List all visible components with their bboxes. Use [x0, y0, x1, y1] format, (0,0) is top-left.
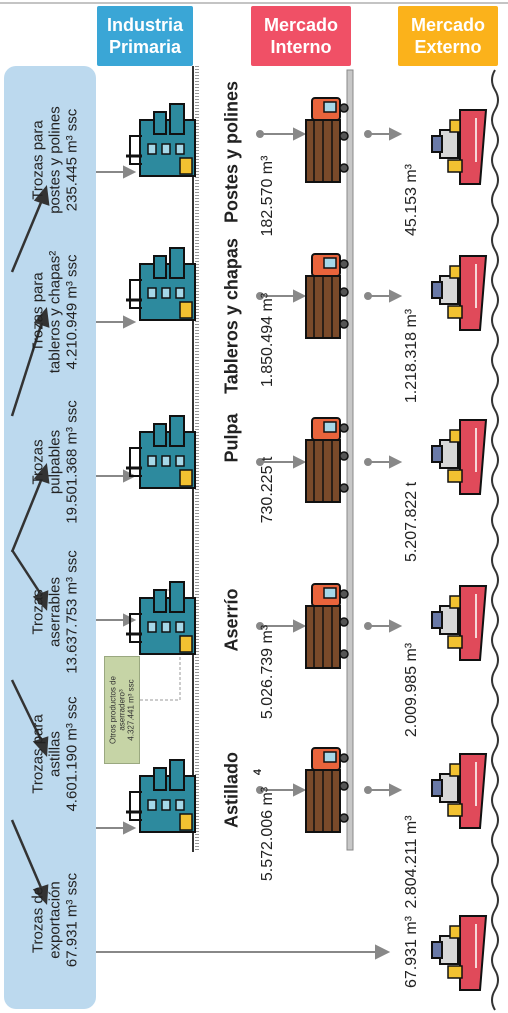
interno-value-tableros: 1.850.494 m³ — [259, 292, 276, 388]
interno-value-pulpa: 730.225 t — [259, 456, 276, 524]
source-postes-l3: 235.445 m³ ssc — [63, 108, 81, 212]
interno-value-astillado: 5.572.006 m³ — [259, 786, 276, 882]
ship-icon-aserrio — [431, 585, 487, 661]
segment-tableros-label: Tableros y chapas — [221, 238, 242, 394]
source-pulpables: Trozas pulpables 19.501.368 m³ ssc — [30, 400, 81, 523]
interno-value-aserrio: 5.026.739 m³ — [259, 624, 276, 720]
header-mercado-externo: Mercado Externo — [398, 6, 498, 66]
header-externo-line1: Mercado — [410, 15, 486, 35]
header-industria-primaria: Industria Primaria — [97, 6, 193, 66]
source-aserrables: Trozas aserrables 13.637.753 m³ ssc — [30, 550, 81, 673]
externo-value-pulpa: 5.207.822 t — [403, 481, 420, 563]
other-products-note: Otros productos de aserradero³ 4.327.441… — [104, 656, 140, 764]
ship-icon-postes — [431, 109, 487, 185]
arrows-to-primaria — [96, 165, 391, 960]
header-externo-line2: Externo — [414, 37, 482, 57]
segment-aserrio-label: Aserrío — [221, 588, 242, 652]
note-line3: 4.327.441 m³ ssc — [126, 679, 136, 741]
header-primaria-line2: Primaria — [108, 37, 182, 57]
factory-icon-tableros — [124, 246, 197, 322]
source-tableros-l2: tableros y chapas² — [46, 250, 64, 374]
arrows-externo — [364, 127, 403, 797]
note-line2: aserradero³ — [117, 689, 127, 731]
source-exportacion-l3: 67.931 m³ ssc — [63, 872, 81, 968]
header-interno-line2: Interno — [270, 37, 332, 57]
interno-astillado-footnote: 4 — [252, 768, 264, 776]
factory-icon-astillado — [124, 758, 197, 834]
ship-icon-export — [431, 915, 487, 991]
source-exportacion-l1: Trozas de — [29, 886, 47, 954]
source-aserrables-l3: 13.637.753 m³ ssc — [63, 550, 81, 674]
truck-icon-postes — [305, 97, 349, 183]
source-pulpables-l2: pulpables — [46, 429, 64, 495]
externo-value-postes: 45.153 m³ — [403, 163, 420, 237]
source-astillas: Trozas para astillas 4.601.190 m³ ssc — [30, 696, 81, 811]
source-tableros-l3: 4.210.949 m³ ssc — [63, 254, 81, 370]
factory-icon-pulpa — [124, 414, 197, 490]
truck-icon-aserrio — [305, 583, 349, 669]
interno-divider — [346, 69, 354, 851]
export-value: 67.931 m³ — [403, 915, 420, 989]
truck-icon-pulpa — [305, 417, 349, 503]
source-pulpables-l1: Trozas — [29, 439, 47, 485]
source-postes-l1: Trozas para — [29, 120, 47, 200]
source-aserrables-l2: aserrables — [46, 576, 64, 648]
source-postes-l2: postes y polines — [46, 106, 64, 214]
externo-value-tableros: 1.218.318 m³ — [403, 308, 420, 404]
segment-pulpa-label: Pulpa — [221, 413, 242, 463]
source-astillas-l3: 4.601.190 m³ ssc — [63, 696, 81, 812]
source-pulpables-l3: 19.501.368 m³ ssc — [63, 400, 81, 524]
arrows-interno — [256, 127, 307, 797]
sources-panel — [4, 66, 96, 1009]
source-exportacion-l2: exportación — [46, 881, 64, 959]
note-text: Otros productos de aserradero³ 4.327.441… — [109, 676, 136, 744]
source-astillas-l1: Trozas para — [29, 714, 47, 794]
externo-value-aserrio: 2.009.985 m³ — [403, 642, 420, 738]
segment-astillado-label: Astillado — [221, 751, 242, 829]
ship-icon-pulpa — [431, 419, 487, 495]
header-primaria-line1: Industria — [106, 15, 183, 35]
externo-wave — [491, 69, 499, 1011]
source-astillas-l2: astillas — [46, 731, 64, 777]
truck-icon-tableros — [305, 253, 349, 339]
ship-icon-tableros — [431, 255, 487, 331]
source-tableros: Trozas para tableros y chapas² 4.210.949… — [30, 251, 81, 374]
ship-icon-astillado — [431, 753, 487, 829]
source-exportacion: Trozas de exportación 67.931 m³ ssc — [30, 873, 81, 967]
externo-value-astillado: 2.804.211 m³ — [403, 815, 420, 909]
source-aserrables-l1: Trozas — [29, 589, 47, 635]
truck-icon-astillado — [305, 747, 349, 833]
sidebar-arrows — [10, 184, 50, 906]
header-mercado-interno: Mercado Interno — [251, 6, 351, 66]
header-interno-line1: Mercado — [263, 15, 339, 35]
factory-icon-aserrio — [124, 580, 197, 656]
interno-value-postes: 182.570 m³ — [259, 155, 276, 237]
segment-postes-label: Postes y polines — [221, 80, 242, 224]
factory-icon-postes — [124, 102, 197, 178]
source-postes: Trozas para postes y polines 235.445 m³ … — [30, 106, 81, 214]
source-tableros-l1: Trozas para — [29, 272, 47, 352]
note-line1: Otros productos de — [108, 675, 118, 745]
